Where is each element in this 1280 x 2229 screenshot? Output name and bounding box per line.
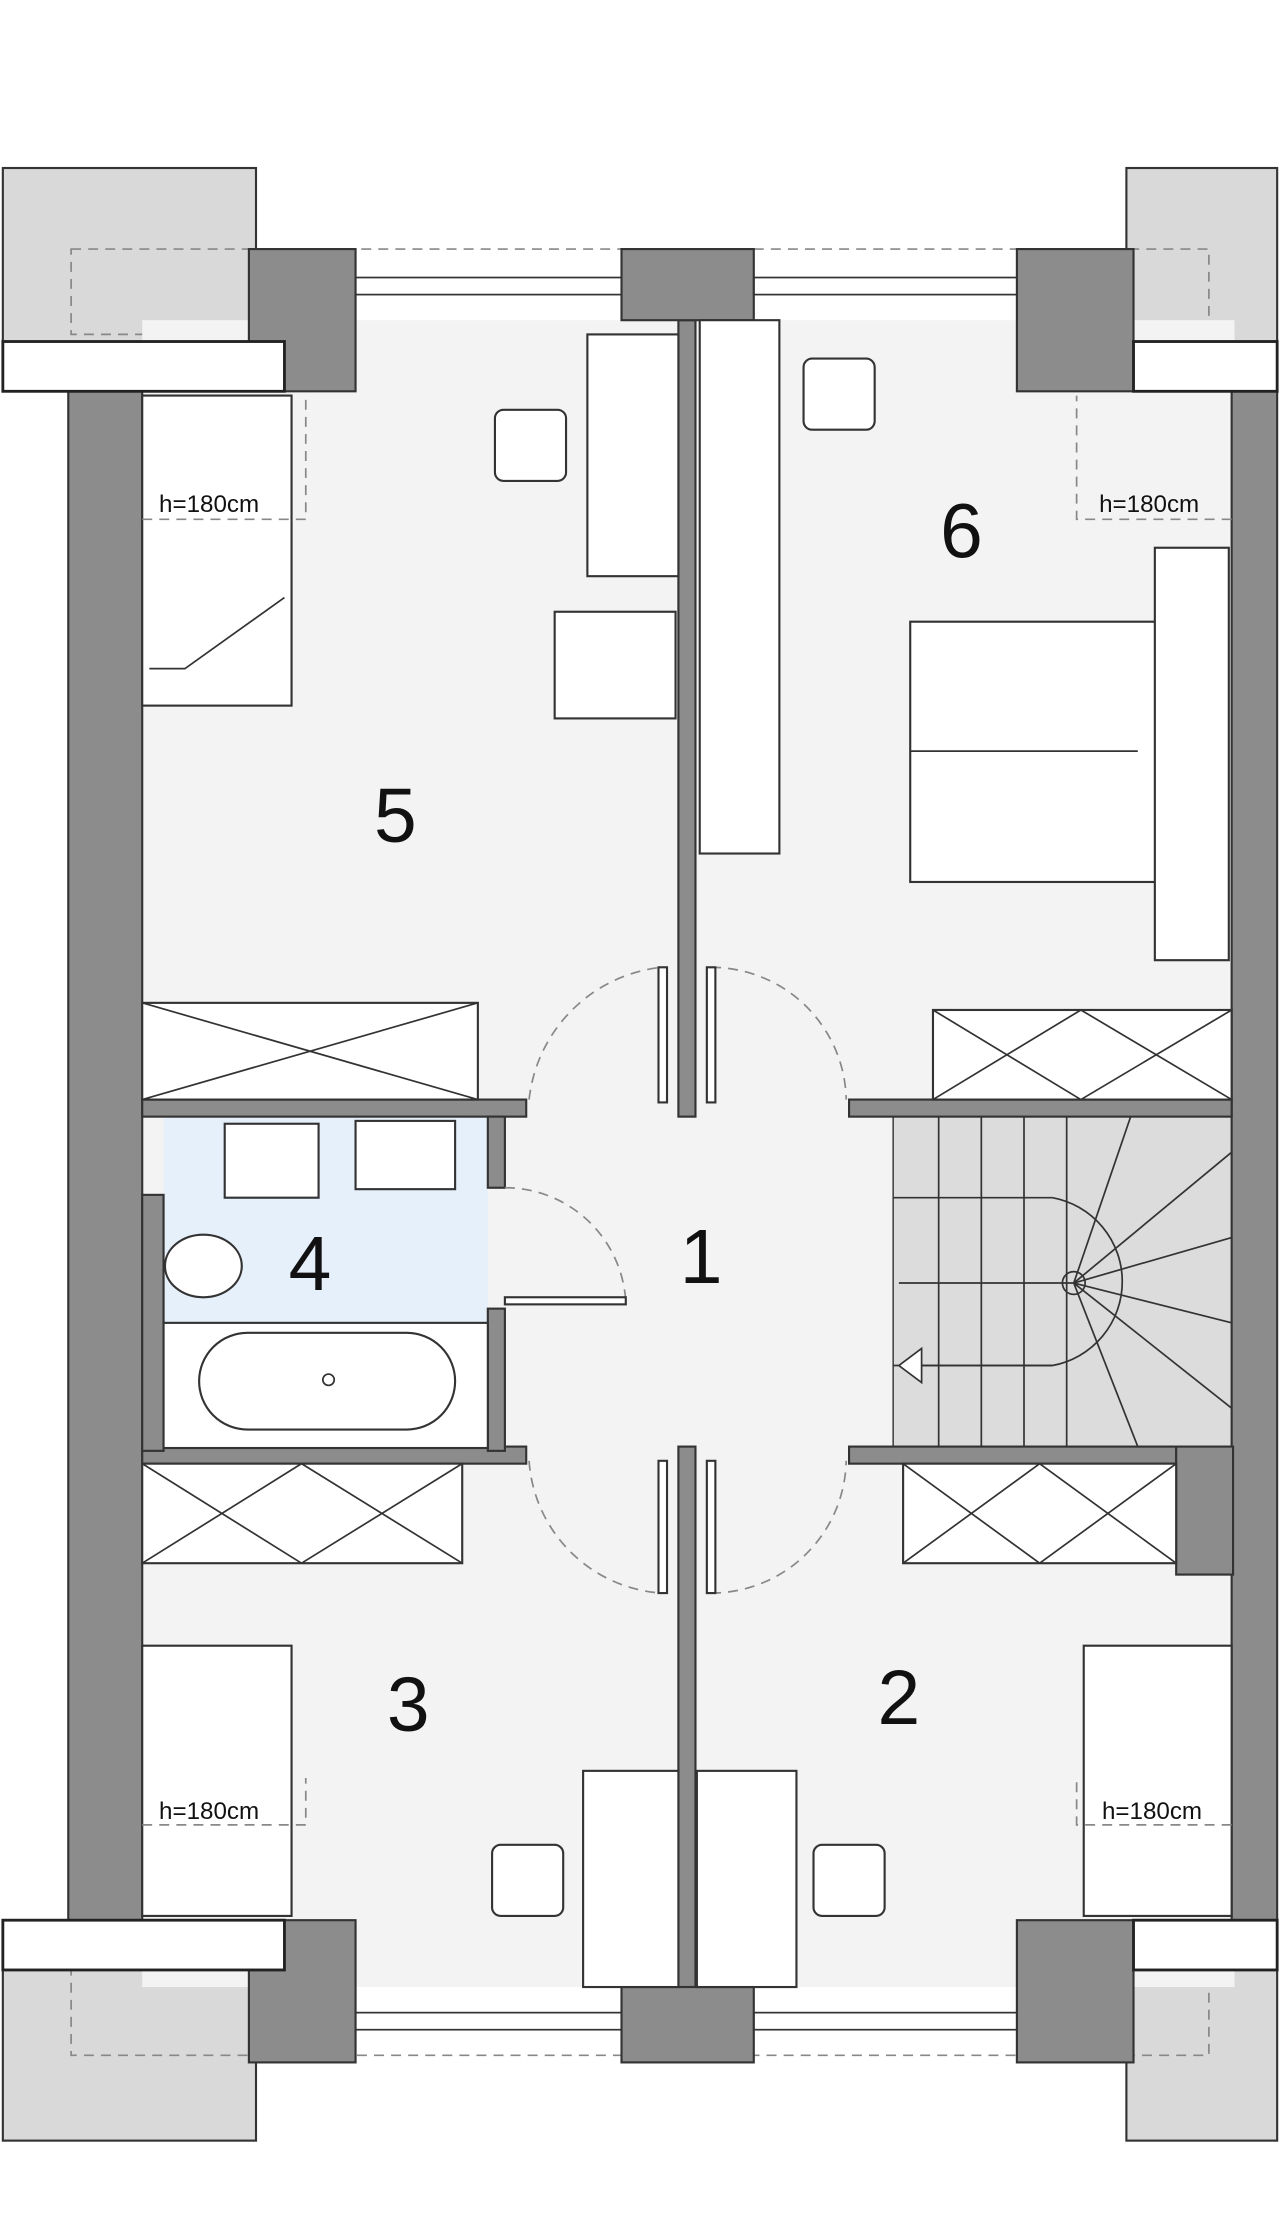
furniture — [141, 319, 1233, 1989]
ceiling-height-labels: h=180cm h=180cm h=180cm h=180cm — [142, 395, 1232, 1826]
ceiling-height-label: h=180cm — [159, 1798, 259, 1825]
room-number-2: 2 — [877, 1655, 920, 1741]
ceiling-height-label: h=180cm — [159, 491, 259, 518]
door-swings — [503, 966, 848, 1595]
room-number-4: 4 — [289, 1221, 332, 1307]
walls — [1, 248, 1279, 2064]
room-number-6: 6 — [940, 489, 983, 575]
staircase — [893, 1116, 1233, 1447]
room-number-3: 3 — [387, 1662, 430, 1748]
room-number-1: 1 — [680, 1214, 723, 1300]
room-number-5: 5 — [374, 773, 417, 859]
ceiling-height-label: h=180cm — [1102, 1798, 1202, 1825]
room-labels: 1 2 3 4 5 6 — [289, 489, 983, 1748]
ceiling-height-label: h=180cm — [1099, 491, 1199, 518]
